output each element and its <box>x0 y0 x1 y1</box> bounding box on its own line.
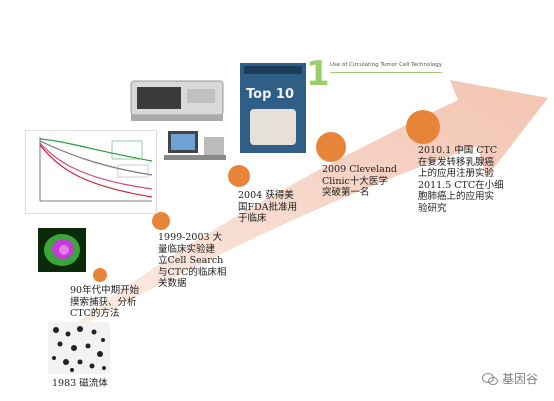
award-banner-number: 1 <box>306 54 330 94</box>
milestone-2009: 2009 Cleveland Clinic十大医学 突破第一名 <box>322 164 398 198</box>
fluorescent-cell-image <box>38 228 86 272</box>
wechat-bubble-icon <box>481 372 498 385</box>
milestone-1999: 1999-2003 大 量临床实验建 立Cell Search 与CTC的临床相… <box>158 232 227 289</box>
ferrofluid-particles-image <box>48 322 110 374</box>
milestone-1983: 1983 磁流体 <box>52 378 108 389</box>
milestone-dot-2009 <box>316 132 346 162</box>
milestone-dot-2004 <box>228 165 250 187</box>
milestone-2010: 2010.1 中国 CTC 在复发转移乳腺癌 上的应用注册实验 2011.5 C… <box>418 145 504 214</box>
magazine-headline: Top 10 <box>246 87 294 102</box>
milestone-dot-2010 <box>406 110 440 144</box>
analyzer-instrument-image <box>125 67 231 125</box>
milestone-2004: 2004 获得美 国FDA批准用 于临床 <box>238 190 298 224</box>
survival-chart-image <box>25 130 157 214</box>
award-banner-line <box>330 72 442 73</box>
magazine-cover-image: Top 10 <box>240 63 306 153</box>
milestone-dot-1990s <box>93 268 107 282</box>
award-banner-text: Use of Circulating Tumor Cell Technology <box>330 62 442 68</box>
milestone-1990s: 90年代中期开始 摸索捕获、分析 CTC的方法 <box>70 285 140 319</box>
milestone-dot-1999 <box>152 212 170 230</box>
workstation-image <box>160 127 230 165</box>
timeline-arrow <box>55 80 548 340</box>
watermark: 基因谷 <box>481 370 538 387</box>
watermark-text: 基因谷 <box>501 372 538 386</box>
